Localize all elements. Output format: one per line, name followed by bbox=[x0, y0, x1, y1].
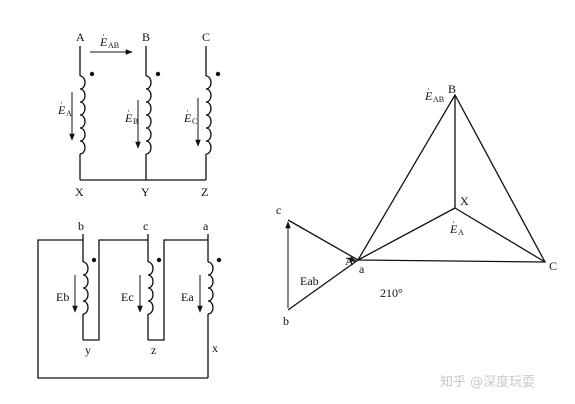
winding-B: E · B bbox=[124, 46, 161, 180]
polarity-dot-b bbox=[91, 257, 97, 263]
primary-phasor-triangle bbox=[356, 93, 547, 263]
svg-text:·: · bbox=[452, 217, 455, 227]
svg-text:C: C bbox=[192, 117, 197, 126]
vertex-a: a bbox=[359, 262, 365, 276]
terminal-x: x bbox=[212, 341, 218, 355]
svg-text:·: · bbox=[186, 106, 189, 116]
vertex-C: C bbox=[549, 259, 557, 273]
svg-text:B: B bbox=[133, 117, 138, 126]
label-emf-A: E · A bbox=[57, 98, 72, 118]
polarity-dot-B bbox=[155, 71, 161, 77]
label-emf-B: E · B bbox=[124, 106, 138, 126]
winding-a: Ea bbox=[181, 234, 222, 378]
vertex-B: B bbox=[448, 82, 456, 96]
phasor-AX bbox=[357, 207, 456, 261]
phasor-ab bbox=[287, 259, 359, 311]
label-emf-AB: E · AB bbox=[99, 30, 119, 50]
svg-text:A: A bbox=[66, 109, 72, 118]
svg-text:E: E bbox=[57, 103, 66, 117]
phasor-ca bbox=[287, 219, 359, 261]
svg-text:AB: AB bbox=[433, 95, 444, 104]
terminal-c: c bbox=[143, 219, 148, 233]
label-phasor-emf-A: E · A bbox=[449, 217, 464, 237]
polarity-dot-C bbox=[215, 71, 221, 77]
phasor-CX bbox=[454, 207, 546, 263]
terminal-X: X bbox=[75, 185, 84, 199]
vertex-b: b bbox=[283, 314, 289, 328]
primary-windings: A B C E · AB E · A bbox=[57, 30, 221, 199]
label-emf-C: E · C bbox=[183, 106, 197, 126]
vertex-X: X bbox=[460, 194, 469, 208]
terminal-A: A bbox=[76, 30, 85, 44]
label-angle: 210° bbox=[380, 286, 403, 300]
terminal-a: a bbox=[203, 219, 209, 233]
winding-C: E · C bbox=[183, 46, 221, 180]
terminal-y: y bbox=[85, 343, 91, 357]
svg-text:·: · bbox=[127, 106, 130, 116]
delta-connections bbox=[37, 239, 208, 379]
phasor-diagram: B C X A a E · AB E · A c b Eab 210° bbox=[276, 82, 557, 328]
winding-A: E · A bbox=[57, 46, 95, 180]
secondary-windings: b c a Eb Ec Ea bbox=[37, 219, 222, 379]
terminal-C: C bbox=[202, 30, 210, 44]
polarity-dot-c bbox=[156, 257, 162, 263]
polarity-dot-A bbox=[89, 71, 95, 77]
arrow-phasor-a bbox=[345, 256, 357, 262]
svg-text:E: E bbox=[424, 89, 433, 103]
terminal-b: b bbox=[78, 219, 84, 233]
terminal-Y: Y bbox=[141, 185, 150, 199]
watermark: 知乎 @深度玩耍 bbox=[440, 374, 535, 390]
vertex-c: c bbox=[276, 203, 281, 217]
winding-b: Eb bbox=[56, 234, 97, 340]
label-phasor-emf-AB: E · AB bbox=[424, 84, 444, 104]
label-Ec: Ec bbox=[121, 290, 134, 304]
svg-text:E: E bbox=[183, 111, 192, 125]
terminal-Z: Z bbox=[201, 185, 208, 199]
svg-text:·: · bbox=[60, 98, 63, 108]
svg-text:E: E bbox=[124, 111, 133, 125]
label-Eb: Eb bbox=[56, 290, 69, 304]
terminal-B: B bbox=[142, 30, 150, 44]
polarity-dot-a bbox=[216, 257, 222, 263]
svg-text:E: E bbox=[449, 222, 458, 236]
svg-text:AB: AB bbox=[108, 41, 119, 50]
svg-text:·: · bbox=[102, 30, 105, 40]
svg-text:·: · bbox=[427, 84, 430, 94]
label-Eab: Eab bbox=[300, 274, 319, 288]
svg-text:A: A bbox=[458, 228, 464, 237]
terminal-z: z bbox=[151, 343, 156, 357]
winding-c: Ec bbox=[121, 234, 162, 340]
svg-text:E: E bbox=[99, 35, 108, 49]
label-Ea: Ea bbox=[181, 290, 194, 304]
